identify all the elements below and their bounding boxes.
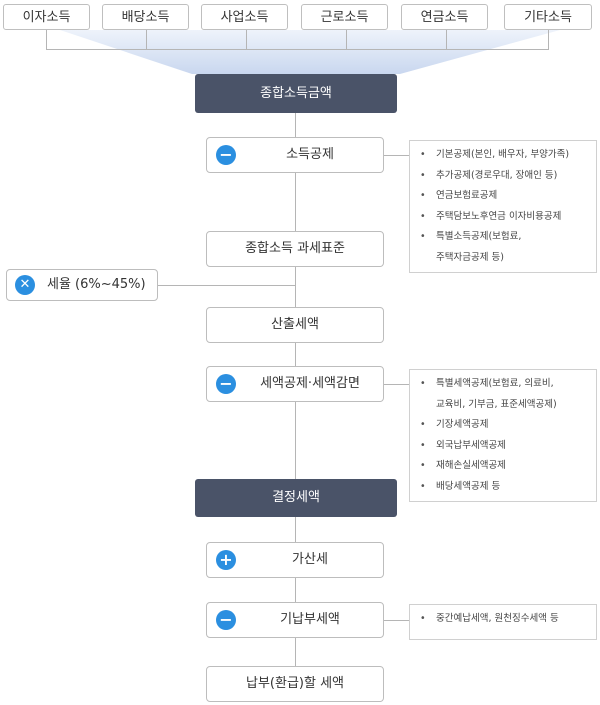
tax-base-box: 종합소득 과세표준 [206, 231, 384, 267]
source-drop-3 [246, 30, 247, 50]
deduction-note-4: 주택담보노후연금 이자비용공제 [420, 207, 592, 228]
prepaid-tax-label: 기납부세액 [280, 612, 340, 627]
credit-note-1: 특별세액공제(보험료, 의료비, 교육비, 기부금, 표준세액공제) [420, 374, 592, 415]
computed-tax-box: 산출세액 [206, 307, 384, 343]
minus-icon: − [216, 610, 236, 630]
income-deduction-box: − 소득공제 [206, 137, 384, 173]
income-source-interest: 이자소득 [3, 4, 90, 30]
tax-credit-label: 세액공제·세액감면 [260, 376, 360, 391]
credit-note-connector [384, 384, 410, 385]
prepaid-note-connector [384, 620, 410, 621]
minus-icon: − [216, 374, 236, 394]
prepaid-tax-notes: 중간예납세액, 원천징수세액 등 [409, 604, 597, 640]
comprehensive-income-box: 종합소득금액 [195, 74, 397, 113]
source-bottom-line [46, 49, 549, 50]
source-drop-2 [146, 30, 147, 50]
deduction-note-2: 추가공제(경로우대, 장애인 등) [420, 166, 592, 187]
final-tax-box: 납부(환급)할 세액 [206, 666, 384, 702]
surcharge-label: 가산세 [292, 552, 328, 567]
income-source-other: 기타소득 [504, 4, 592, 30]
deduction-note-1: 기본공제(본인, 배우자, 부양가족) [420, 145, 592, 166]
multiply-icon: ✕ [15, 275, 35, 295]
deduction-note-3: 연금보험료공제 [420, 186, 592, 207]
final-tax-label: 납부(환급)할 세액 [246, 676, 344, 691]
plus-icon: + [216, 550, 236, 570]
prepaid-tax-box: − 기납부세액 [206, 602, 384, 638]
tax-credit-notes: 특별세액공제(보험료, 의료비, 교육비, 기부금, 표준세액공제) 기장세액공… [409, 369, 597, 502]
income-source-earned: 근로소득 [301, 4, 388, 30]
surcharge-box: + 가산세 [206, 542, 384, 578]
income-deduction-label: 소득공제 [286, 147, 334, 162]
prepaid-note-1: 중간예납세액, 원천징수세액 등 [420, 609, 592, 630]
income-source-dividend: 배당소득 [102, 4, 189, 30]
funnel-shading [60, 30, 560, 74]
credit-note-4: 재해손실세액공제 [420, 456, 592, 477]
tax-rate-connector [158, 285, 296, 286]
source-drop-5 [446, 30, 447, 50]
minus-icon: − [216, 145, 236, 165]
credit-note-2: 기장세액공제 [420, 415, 592, 436]
deduction-note-connector [384, 155, 410, 156]
source-drop-4 [346, 30, 347, 50]
credit-note-3: 외국납부세액공제 [420, 436, 592, 457]
tax-base-label: 종합소득 과세표준 [245, 241, 345, 256]
tax-rate-label: 세율 (6%~45%) [47, 277, 146, 292]
income-source-pension: 연금소득 [401, 4, 488, 30]
source-drop-1 [46, 30, 47, 50]
credit-note-5: 배당세액공제 등 [420, 477, 592, 498]
tax-rate-box: ✕ 세율 (6%~45%) [6, 269, 158, 301]
determined-tax-box: 결정세액 [195, 479, 397, 517]
tax-credit-box: − 세액공제·세액감면 [206, 366, 384, 402]
income-deduction-notes: 기본공제(본인, 배우자, 부양가족) 추가공제(경로우대, 장애인 등) 연금… [409, 140, 597, 273]
computed-tax-label: 산출세액 [271, 317, 319, 332]
deduction-note-5: 특별소득공제(보험료, 주택자금공제 등) [420, 227, 592, 268]
income-source-business: 사업소득 [201, 4, 288, 30]
source-drop-6 [548, 30, 549, 50]
